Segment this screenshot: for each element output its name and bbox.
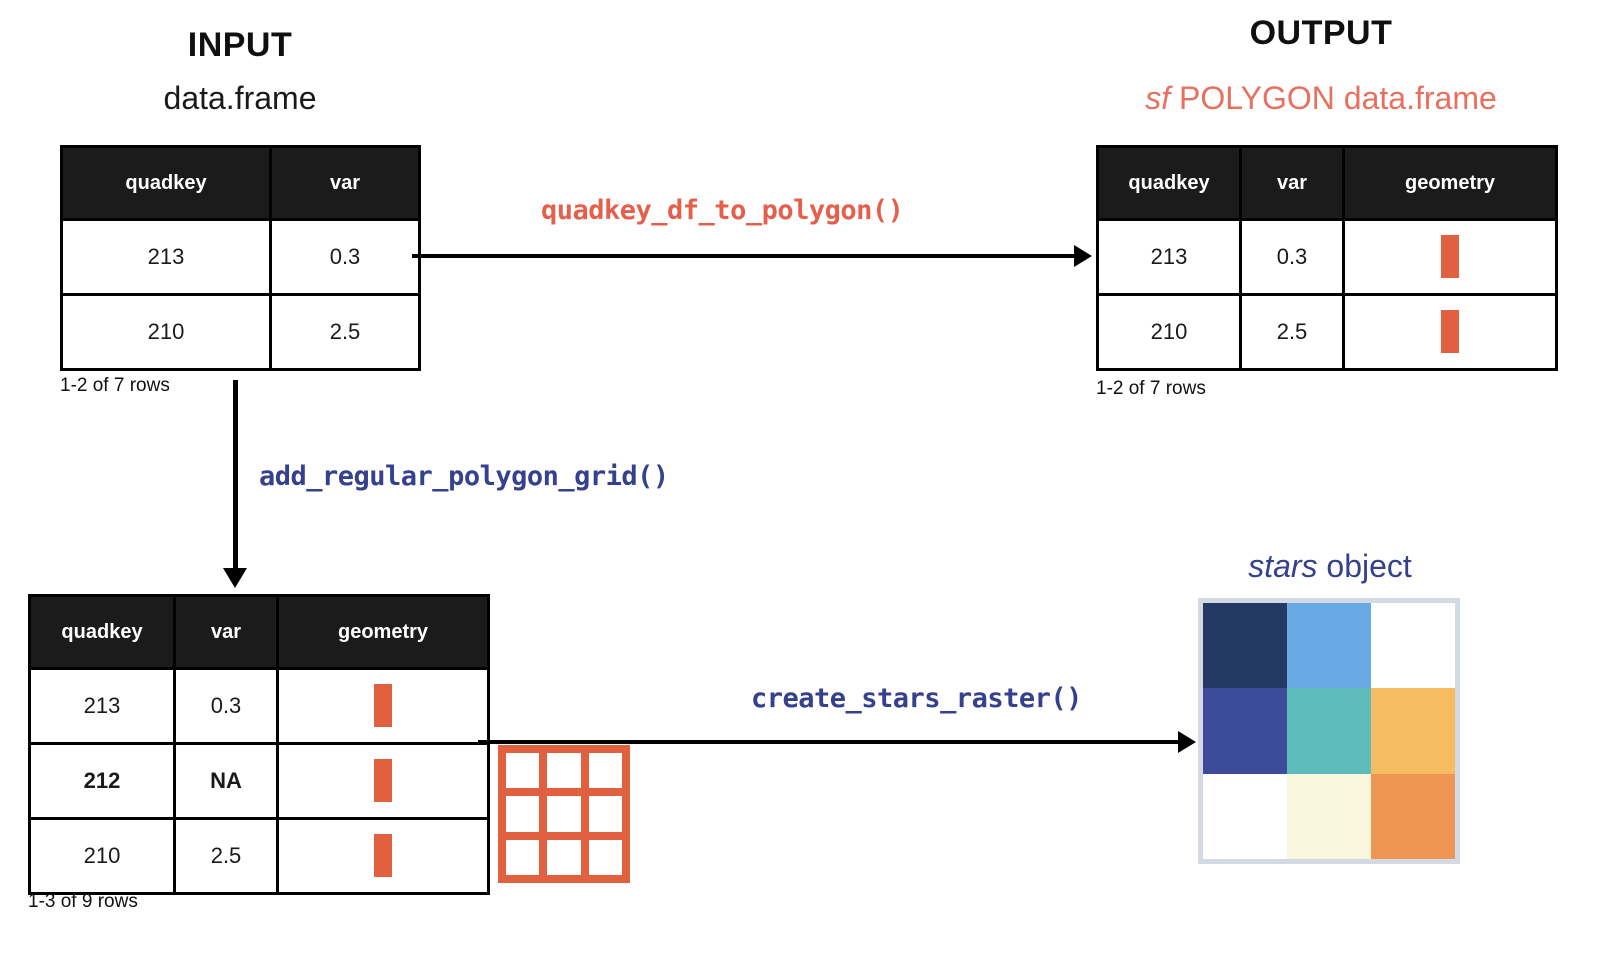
arrow-grid-to-stars-head (1178, 731, 1196, 753)
input-table-header-row: quadkey var (60, 145, 421, 221)
stars-object-label: stars object (1150, 548, 1510, 585)
output-cell-var: 2.5 (1239, 293, 1345, 371)
raster-cell-r2c1 (1287, 773, 1371, 859)
output-cell-geometry (1342, 218, 1558, 296)
grid-cell-var: NA (173, 742, 279, 820)
grid-col-var: var (173, 594, 279, 670)
output-table: quadkey var geometry 213 0.3 210 2.5 (1096, 145, 1558, 371)
grid-cell (502, 749, 544, 793)
quadkey-df-to-polygon-label: quadkey_df_to_polygon() (541, 195, 904, 226)
input-cell-quadkey: 213 (60, 218, 272, 296)
raster-cell-r0c1 (1287, 603, 1371, 689)
input-col-var: var (269, 145, 421, 221)
table-row: 213 0.3 (60, 218, 421, 296)
input-col-quadkey: quadkey (60, 145, 272, 221)
arrow-input-to-grid-line (233, 380, 238, 572)
raster-cell-r2c0 (1203, 773, 1287, 859)
raster-cell-r1c0 (1203, 688, 1287, 774)
polygon-square-icon (1441, 235, 1459, 278)
grid-cell-geometry (276, 742, 490, 820)
input-cell-var: 2.5 (269, 293, 421, 371)
raster-cell-r0c2 (1371, 603, 1455, 689)
grid-cell-var: 2.5 (173, 817, 279, 895)
stars-raster-grid (1203, 603, 1455, 859)
output-subtitle: sf POLYGON data.frame (1096, 80, 1546, 117)
output-subtitle-rest: POLYGON data.frame (1179, 80, 1497, 116)
output-table-header-row: quadkey var geometry (1096, 145, 1558, 221)
output-cell-quadkey: 210 (1096, 293, 1242, 371)
grid-table: quadkey var geometry 213 0.3 212 NA 210 … (28, 594, 490, 895)
grid-cell (584, 835, 626, 879)
output-table-footer: 1-2 of 7 rows (1096, 378, 1206, 399)
grid-col-quadkey: quadkey (28, 594, 176, 670)
input-table-footer: 1-2 of 7 rows (60, 375, 170, 396)
grid-table-footer: 1-3 of 9 rows (28, 891, 138, 912)
output-col-geometry: geometry (1342, 145, 1558, 221)
grid-cell (543, 835, 585, 879)
stars-object-label-em: stars (1248, 548, 1318, 584)
table-row: 213 0.3 (1096, 218, 1558, 296)
grid-cell-quadkey: 210 (28, 817, 176, 895)
input-table: quadkey var 213 0.3 210 2.5 (60, 145, 421, 371)
stars-raster (1198, 598, 1460, 864)
raster-cell-r1c2 (1371, 688, 1455, 774)
output-title: OUTPUT (1249, 14, 1393, 52)
grid-cell (584, 792, 626, 836)
grid-cell-quadkey: 213 (28, 667, 176, 745)
arrow-grid-to-stars-line (478, 740, 1178, 744)
output-col-quadkey: quadkey (1096, 145, 1242, 221)
output-cell-var: 0.3 (1239, 218, 1345, 296)
regular-polygon-grid-icon (498, 745, 630, 883)
polygon-square-icon (374, 834, 392, 877)
table-row: 212 NA (28, 742, 490, 820)
output-cell-geometry (1342, 293, 1558, 371)
input-title: INPUT (187, 26, 293, 64)
grid-cell (502, 835, 544, 879)
grid-col-geometry: geometry (276, 594, 490, 670)
raster-cell-r0c0 (1203, 603, 1287, 689)
raster-cell-r2c2 (1371, 773, 1455, 859)
table-row: 213 0.3 (28, 667, 490, 745)
grid-cell-var: 0.3 (173, 667, 279, 745)
create-stars-raster-label: create_stars_raster() (751, 683, 1082, 714)
input-cell-var: 0.3 (269, 218, 421, 296)
output-cell-quadkey: 213 (1096, 218, 1242, 296)
input-cell-quadkey: 210 (60, 293, 272, 371)
output-subtitle-em: sf (1145, 80, 1171, 116)
grid-cell-quadkey: 212 (28, 742, 176, 820)
table-row: 210 2.5 (1096, 293, 1558, 371)
grid-cell (502, 792, 544, 836)
grid-cell-geometry (276, 667, 490, 745)
grid-cell (584, 749, 626, 793)
table-row: 210 2.5 (28, 817, 490, 895)
table-row: 210 2.5 (60, 293, 421, 371)
grid-cell-geometry (276, 817, 490, 895)
grid-cell (543, 749, 585, 793)
input-subtitle: data.frame (163, 80, 317, 116)
raster-cell-r1c1 (1287, 688, 1371, 774)
arrow-input-to-output-head (1074, 245, 1092, 267)
output-col-var: var (1239, 145, 1345, 221)
arrow-input-to-grid-head (223, 568, 247, 588)
grid-cell (543, 792, 585, 836)
grid-table-header-row: quadkey var geometry (28, 594, 490, 670)
arrow-input-to-output-line (412, 254, 1074, 258)
polygon-square-icon (374, 759, 392, 802)
polygon-square-icon (1441, 310, 1459, 353)
stars-object-label-rest: object (1326, 548, 1412, 584)
add-regular-polygon-grid-label: add_regular_polygon_grid() (259, 461, 669, 492)
polygon-square-icon (374, 684, 392, 727)
